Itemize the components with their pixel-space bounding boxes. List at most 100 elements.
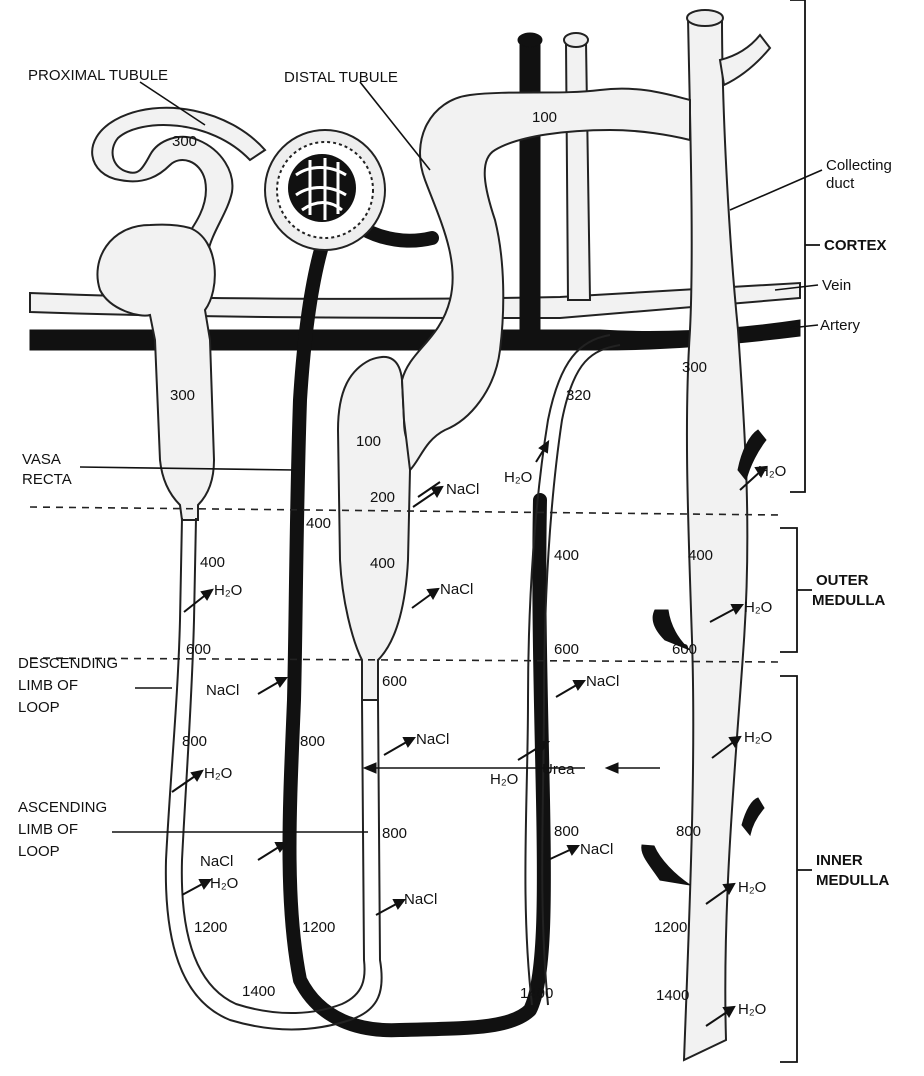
h2o-duct-5: H₂O bbox=[738, 1001, 766, 1018]
label-vein: Vein bbox=[822, 277, 851, 294]
top-artery-vessel bbox=[519, 41, 541, 351]
osm-ascending-200: 200 bbox=[370, 489, 395, 506]
label-ascending-3: LOOP bbox=[18, 843, 60, 860]
distal-tubule bbox=[400, 87, 691, 473]
nacl-ascending-3: NaCl bbox=[416, 731, 449, 748]
nacl-ascending-4: NaCl bbox=[404, 891, 437, 908]
leader-vasa-recta bbox=[79, 466, 296, 471]
descending-limb bbox=[164, 517, 383, 1031]
collecting-duct bbox=[682, 17, 749, 1062]
cortex-bracket bbox=[790, 0, 820, 493]
top-vein-opening bbox=[563, 32, 589, 48]
osm-proximal-lower: 300 bbox=[170, 387, 195, 404]
leader-distal bbox=[359, 81, 431, 171]
nacl-vasa-2: NaCl bbox=[580, 841, 613, 858]
duct-top-branch bbox=[718, 33, 772, 87]
osm-descending-400: 400 bbox=[200, 554, 225, 571]
osm-duct-1400: 1400 bbox=[656, 987, 689, 1004]
label-outer-medulla-2: MEDULLA bbox=[812, 592, 885, 609]
nacl-ascending-2: NaCl bbox=[440, 581, 473, 598]
nacl-descending-1: NaCl bbox=[206, 682, 239, 699]
label-artery: Artery bbox=[820, 317, 861, 334]
duct-branch-left bbox=[652, 609, 691, 651]
osm-ascending-1200: 1200 bbox=[302, 919, 335, 936]
osm-duct-400: 400 bbox=[688, 547, 713, 564]
label-outer-medulla-1: OUTER bbox=[816, 572, 869, 589]
outer-inner-medulla-boundary bbox=[29, 657, 781, 663]
osm-distal-top: 100 bbox=[532, 109, 557, 126]
label-vasa-recta-2: RECTA bbox=[22, 471, 72, 488]
descending-limb-inner bbox=[180, 517, 366, 1015]
osm-vasa-1400: 1400 bbox=[520, 985, 553, 1002]
artery-band bbox=[29, 319, 801, 351]
h2o-vasa-1: H₂O bbox=[504, 469, 532, 486]
proximal-straight-segment bbox=[96, 223, 216, 521]
h2o-vasa-2: H₂O bbox=[490, 771, 518, 788]
osm-bottom-1400: 1400 bbox=[242, 983, 275, 1000]
h2o-duct-4: H₂O bbox=[738, 879, 766, 896]
transport-arrows bbox=[171, 439, 768, 1027]
label-proximal-tubule: PROXIMAL TUBULE bbox=[28, 67, 168, 84]
osm-descending-1200: 1200 bbox=[194, 919, 227, 936]
osm-ascending-100: 100 bbox=[356, 433, 381, 450]
osm-descending-800: 800 bbox=[182, 733, 207, 750]
outer-medulla-bracket bbox=[780, 527, 812, 653]
label-urea: Urea bbox=[542, 761, 575, 778]
leader-vein bbox=[774, 284, 819, 291]
h2o-descending-3: H₂O bbox=[210, 875, 238, 892]
osm-vasa-800: 800 bbox=[300, 733, 325, 750]
osm-vasa-600: 600 bbox=[554, 641, 579, 658]
glomerulus-capillaries bbox=[295, 158, 347, 220]
h2o-duct-2: H₂O bbox=[744, 599, 772, 616]
label-collecting-duct-1: Collecting bbox=[826, 157, 892, 174]
h2o-descending-2: H₂O bbox=[204, 765, 232, 782]
vasa-recta-ascending bbox=[524, 334, 621, 1006]
h2o-duct-3: H₂O bbox=[744, 729, 772, 746]
osm-ascending-800: 800 bbox=[382, 825, 407, 842]
label-collecting-duct-2: duct bbox=[826, 175, 855, 192]
osm-proximal-top: 300 bbox=[172, 133, 197, 150]
leader-proximal bbox=[139, 81, 206, 126]
osm-ascending-400b: 400 bbox=[370, 555, 395, 572]
label-inner-medulla-1: INNER bbox=[816, 852, 863, 869]
nacl-ascending-1: NaCl bbox=[446, 481, 479, 498]
label-descending-3: LOOP bbox=[18, 699, 60, 716]
leader-collecting-duct bbox=[729, 169, 823, 211]
h2o-descending-1: H₂O bbox=[214, 582, 242, 599]
osm-duct-1200: 1200 bbox=[654, 919, 687, 936]
thick-ascending-limb bbox=[336, 355, 422, 701]
cortex-outer-medulla-boundary bbox=[29, 506, 781, 516]
top-artery-opening bbox=[517, 32, 543, 48]
urea-arrow-head bbox=[604, 762, 619, 774]
label-ascending-2: LIMB OF bbox=[18, 821, 78, 838]
osm-vasa-320: 320 bbox=[566, 387, 591, 404]
label-distal-tubule: DISTAL TUBULE bbox=[284, 69, 398, 86]
label-descending-2: LIMB OF bbox=[18, 677, 78, 694]
osm-duct-800: 800 bbox=[676, 823, 701, 840]
nacl-vasa-1: NaCl bbox=[586, 673, 619, 690]
urea-arrow-head-left bbox=[362, 762, 377, 774]
osm-descending-600: 600 bbox=[186, 641, 211, 658]
nacl-descending-2: NaCl bbox=[200, 853, 233, 870]
osm-duct-300: 300 bbox=[682, 359, 707, 376]
osm-vasa-800b: 800 bbox=[554, 823, 579, 840]
label-inner-medulla-2: MEDULLA bbox=[816, 872, 889, 889]
osm-duct-600: 600 bbox=[672, 641, 697, 658]
duct-branch-left-2 bbox=[641, 844, 691, 886]
label-cortex: CORTEX bbox=[824, 237, 887, 254]
duct-branch-h2o-1 bbox=[737, 429, 767, 482]
collecting-duct-opening bbox=[686, 9, 724, 27]
h2o-duct-1: H₂O bbox=[758, 463, 786, 480]
label-vasa-recta-1: VASA bbox=[22, 451, 61, 468]
osm-ascending-400a: 400 bbox=[306, 515, 331, 532]
top-vein-vessel bbox=[564, 41, 592, 301]
duct-branch-right bbox=[741, 797, 765, 837]
inner-medulla-bracket bbox=[780, 675, 812, 1063]
label-descending-1: DESCENDING bbox=[18, 655, 118, 672]
leader-artery bbox=[789, 324, 819, 329]
osm-vasa-400: 400 bbox=[554, 547, 579, 564]
label-ascending-1: ASCENDING bbox=[18, 799, 107, 816]
osm-ascending-600: 600 bbox=[382, 673, 407, 690]
